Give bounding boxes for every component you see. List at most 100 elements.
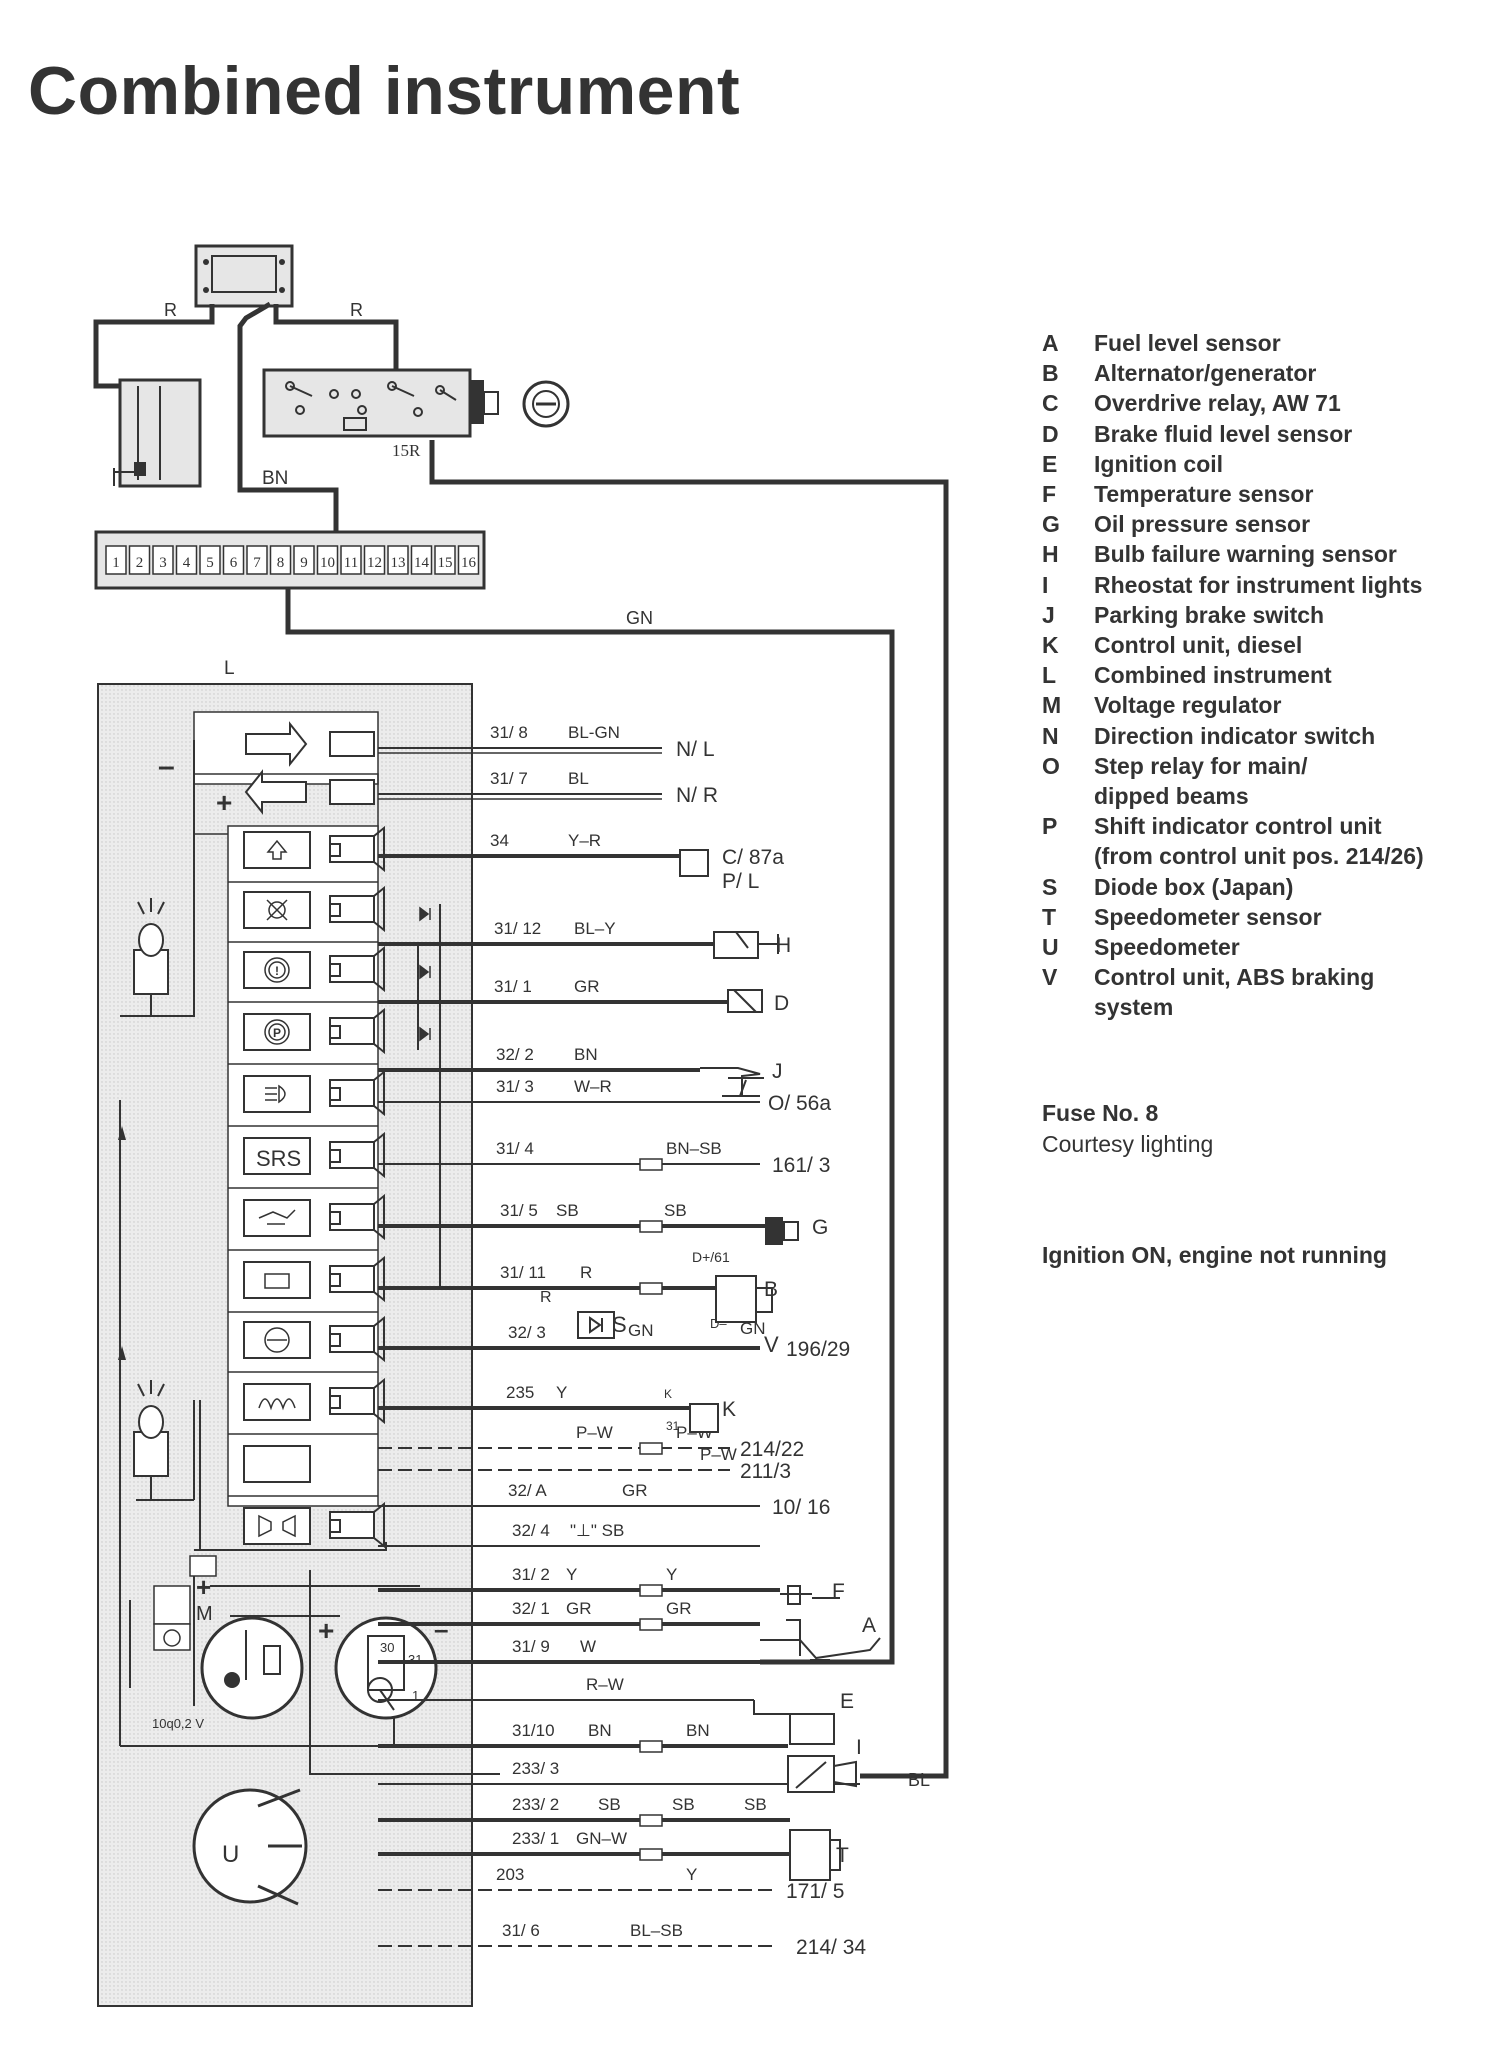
wire-destination: J bbox=[772, 1060, 783, 1083]
wire-code: 31/ 3 bbox=[496, 1077, 534, 1096]
connector-pin-label: 4 bbox=[183, 555, 191, 571]
fuse-note: Fuse No. 8 Courtesy lighting bbox=[1042, 1098, 1213, 1160]
wire-code: 31/ 12 bbox=[494, 919, 541, 938]
wire-row: 31/ 9 W bbox=[378, 1637, 760, 1664]
legend-label: Step relay for main/ dipped beams bbox=[1094, 752, 1308, 810]
wire-code: 32/ 4 bbox=[512, 1521, 550, 1540]
wire-code: 31/ 4 bbox=[496, 1139, 534, 1158]
wire-color: R bbox=[580, 1263, 592, 1282]
legend-label: Brake fluid level sensor bbox=[1094, 420, 1353, 447]
svg-text:P: P bbox=[273, 1026, 281, 1040]
wire-code: 34 bbox=[490, 831, 509, 850]
label-m: M bbox=[196, 1603, 213, 1625]
wire-color: BL–Y bbox=[574, 919, 616, 938]
wire-destination: D bbox=[774, 992, 789, 1015]
bulb-failure-icon bbox=[228, 885, 385, 943]
connector-pin-label: 13 bbox=[391, 555, 406, 571]
wire-destination: A bbox=[862, 1614, 876, 1637]
connector-pin-label: 7 bbox=[253, 555, 261, 571]
label-plus-m: + bbox=[196, 1572, 211, 1602]
wire-color: BL-GN bbox=[568, 723, 620, 742]
wire-row: 233/ 3 bbox=[378, 1759, 860, 1785]
legend-label: Parking brake switch bbox=[1094, 601, 1325, 628]
wire-color: SB bbox=[598, 1795, 621, 1814]
wire-extra-label: 31 bbox=[666, 1419, 680, 1433]
wire-destination: 171/ 5 bbox=[786, 1880, 844, 1903]
wire-destination: O/ 56a bbox=[768, 1092, 831, 1115]
wire-destination: 214/ 34 bbox=[796, 1936, 866, 1959]
top-wiring bbox=[93, 301, 949, 1779]
page-title: Combined instrument bbox=[28, 53, 741, 129]
wire-color: Y–R bbox=[568, 831, 601, 850]
wire-row: 32/ 4"⊥" SB bbox=[378, 1521, 760, 1547]
wire-extra-label: S bbox=[612, 1312, 627, 1337]
wire-label-bn: BN bbox=[262, 468, 288, 489]
wire-label-15r: 15R bbox=[392, 441, 421, 460]
abs-icon bbox=[228, 1315, 385, 1373]
wire-code: 31/ 2 bbox=[512, 1565, 550, 1584]
fog-light-icon bbox=[243, 1501, 385, 1549]
legend-key: N bbox=[1042, 722, 1059, 749]
relay-1: 1 bbox=[412, 1688, 419, 1703]
connector-pin-label: 14 bbox=[414, 555, 430, 571]
wire-color: W bbox=[580, 1637, 596, 1656]
label-minus-gauge: – bbox=[434, 1614, 448, 1644]
legend-item: S Diode box (Japan) bbox=[1042, 872, 1502, 902]
legend-label: Speedometer sensor bbox=[1094, 903, 1322, 930]
wire-destination: 196/29 bbox=[786, 1338, 850, 1361]
fuel-temp-gauge bbox=[200, 1616, 304, 1720]
voltage-label: 10q0,2 V bbox=[152, 1716, 204, 1731]
wire-destination: 10/ 16 bbox=[772, 1496, 830, 1519]
wire-destination: 161/ 3 bbox=[772, 1154, 830, 1177]
wire-destination: K bbox=[722, 1398, 736, 1421]
wire-color-2: BN bbox=[686, 1721, 710, 1740]
connector-pin-label: 11 bbox=[344, 555, 358, 571]
srs-label: SRS bbox=[256, 1146, 301, 1171]
wire-color: GR bbox=[574, 977, 600, 996]
wire-row: R–WE bbox=[378, 1675, 854, 1713]
connector-pin bbox=[152, 545, 174, 575]
oil-pressure-icon bbox=[228, 1193, 385, 1251]
connector-pin-label: 1 bbox=[112, 555, 120, 571]
legend-label: Control unit, diesel bbox=[1094, 632, 1303, 659]
light-switch-unit bbox=[262, 368, 570, 438]
wire-color: Y bbox=[566, 1565, 577, 1584]
wire-color: Y bbox=[686, 1865, 697, 1884]
connector-pin bbox=[387, 545, 409, 575]
wire-code: 31/ 9 bbox=[512, 1637, 550, 1656]
ignition-switch-unit bbox=[194, 244, 294, 308]
svg-text:!: ! bbox=[275, 964, 279, 978]
wire-code: 31/ 6 bbox=[502, 1921, 540, 1940]
fuse-desc: Courtesy lighting bbox=[1042, 1131, 1214, 1157]
wire-destination: N/ R bbox=[676, 784, 718, 807]
label-plus-indicator: + bbox=[216, 787, 232, 818]
legend-label: Alternator/generator bbox=[1094, 360, 1317, 387]
arrow-left-icon bbox=[244, 769, 307, 815]
legend-key: I bbox=[1042, 571, 1049, 598]
connector-pin-label: 9 bbox=[300, 555, 308, 571]
legend-label: Diode box (Japan) bbox=[1094, 873, 1294, 900]
legend-key: S bbox=[1042, 873, 1058, 900]
wire-label-gn: GN bbox=[626, 608, 653, 628]
external-components bbox=[577, 849, 881, 1881]
connector-pin-label: 10 bbox=[320, 555, 335, 571]
wire-color: BN bbox=[574, 1045, 598, 1064]
wire-destination: 214/22 bbox=[740, 1438, 804, 1461]
wire-color: P–W bbox=[700, 1445, 737, 1464]
label-minus-indicator: – bbox=[158, 750, 175, 783]
